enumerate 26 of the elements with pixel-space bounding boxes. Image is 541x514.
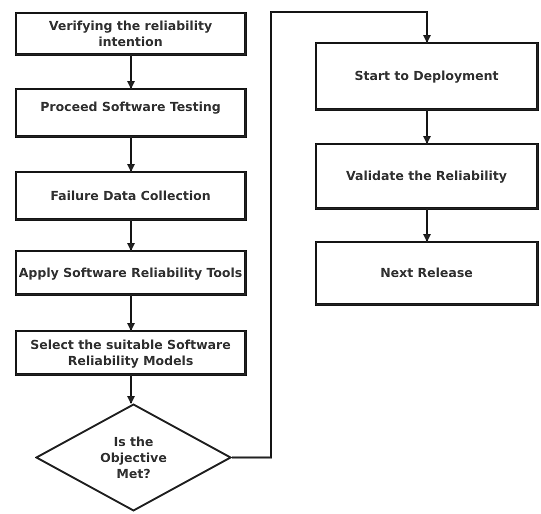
process-box xyxy=(15,330,247,376)
arrow xyxy=(127,376,135,404)
step-text: Proceed Software Testing xyxy=(40,99,221,115)
arrow xyxy=(423,111,431,144)
step-text: Start to Deployment xyxy=(354,68,499,84)
step-text: Next Release xyxy=(380,265,473,281)
step-text: Is the Objective Met? xyxy=(99,434,168,482)
process-box xyxy=(315,241,539,306)
arrow xyxy=(127,221,135,251)
step-text: Failure Data Collection xyxy=(50,188,211,204)
process-box xyxy=(315,42,539,111)
process-box xyxy=(15,250,247,296)
process-box xyxy=(15,171,247,221)
step-text: Verifying the reliability intention xyxy=(48,18,214,50)
arrow xyxy=(423,210,431,242)
arrow xyxy=(127,56,135,89)
step-text: Validate the Reliability xyxy=(346,168,507,184)
step-text: Apply Software Reliability Tools xyxy=(18,264,242,280)
decision-diamond xyxy=(35,403,232,512)
process-box xyxy=(15,12,247,56)
process-box xyxy=(315,143,539,210)
arrow xyxy=(127,138,135,172)
arrow xyxy=(232,11,431,458)
step-text: Select the suitable Software Reliability Models xyxy=(29,336,232,368)
process-box xyxy=(15,88,247,138)
arrow xyxy=(127,296,135,331)
